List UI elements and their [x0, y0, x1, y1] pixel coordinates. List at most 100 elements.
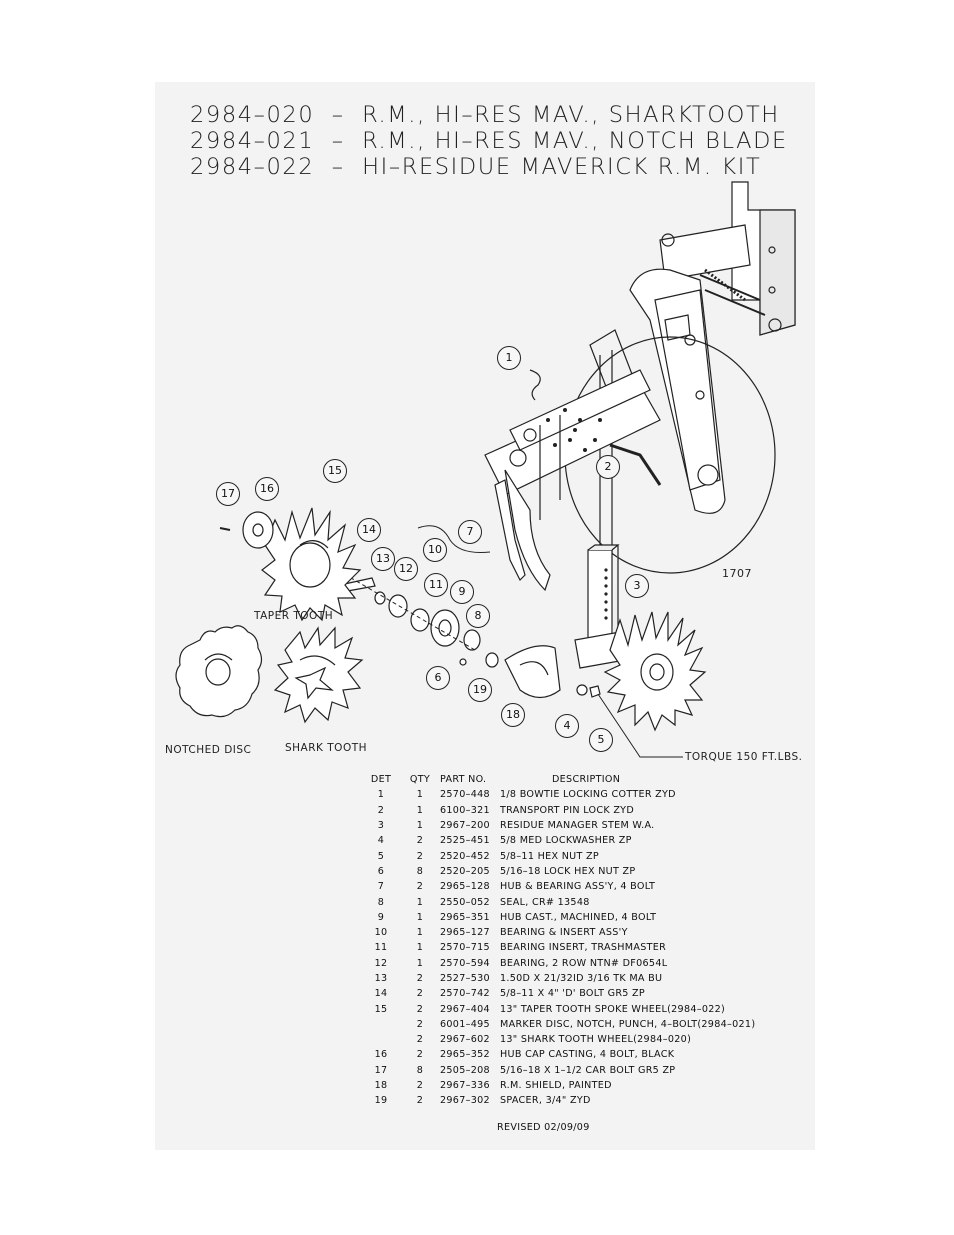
revised-date: REVISED 02/09/09 [497, 1122, 590, 1133]
cell-qty: 2 [416, 835, 424, 847]
cell-det: 19 [374, 1095, 388, 1107]
cell-qty: 1 [416, 927, 424, 939]
cell-part-no: 2967–336 [440, 1080, 490, 1092]
cell-part-no: 2570–448 [440, 789, 490, 801]
cell-part-no: 2965–352 [440, 1049, 490, 1061]
cell-qty: 2 [416, 1049, 424, 1061]
cell-part-no: 2967–200 [440, 820, 490, 832]
title-line-3: 2984–022 – HI–RESIDUE MAVERICK R.M. KIT [190, 154, 762, 180]
callout-16: 16 [255, 477, 279, 501]
cell-description: 5/16–18 LOCK HEX NUT ZP [500, 865, 636, 877]
callout-8: 8 [466, 604, 490, 628]
cell-description: RESIDUE MANAGER STEM W.A. [500, 820, 655, 832]
cell-part-no: 6001–495 [440, 1018, 490, 1030]
callout-6: 6 [426, 666, 450, 690]
notched-disc [175, 625, 263, 718]
callout-5: 5 [589, 728, 613, 752]
right-spoke-wheel [603, 611, 707, 732]
cell-det: 10 [374, 927, 388, 939]
callout-9: 9 [450, 580, 474, 604]
cell-qty: 2 [416, 1003, 424, 1015]
cell-description: MARKER DISC, NOTCH, PUNCH, 4–BOLT(2984–0… [500, 1018, 756, 1030]
cell-part-no: 2520–452 [440, 850, 490, 862]
cell-qty: 1 [416, 820, 424, 832]
callout-19: 19 [468, 678, 492, 702]
callout-17: 17 [216, 482, 240, 506]
lockwasher [576, 684, 588, 696]
cell-description: 13" TAPER TOOTH SPOKE WHEEL(2984–022) [500, 1003, 726, 1015]
hub-cap [242, 511, 274, 549]
cell-description: HUB & BEARING ASS'Y, 4 BOLT [500, 881, 656, 893]
cell-part-no: 2965–128 [440, 881, 490, 893]
label-notched-disc: NOTCHED DISC [165, 744, 252, 756]
frame-arm [589, 268, 726, 555]
spacer [485, 652, 499, 668]
cell-det: 2 [377, 804, 385, 816]
table-row: 2 2967–602 13" SHARK TOOTH WHEEL(2984–020) [360, 1032, 755, 1047]
cell-qty: 2 [416, 850, 424, 862]
callout-1: 1 [497, 346, 521, 370]
cell-det: 7 [377, 881, 385, 893]
cell-det: 3 [377, 820, 385, 832]
callout-11: 11 [424, 573, 448, 597]
callout-3: 3 [625, 574, 649, 598]
title-line-1: 2984–020 – R.M., HI–RES MAV., SHARKTOOTH [190, 102, 780, 128]
cell-description: 5/8–11 HEX NUT ZP [500, 850, 599, 862]
callout-10: 10 [423, 538, 447, 562]
cell-part-no: 2570–742 [440, 988, 490, 1000]
cell-part-no: 2520–205 [440, 865, 490, 877]
cell-det: 15 [374, 1003, 388, 1015]
cell-det: 1 [377, 789, 385, 801]
cell-det: 17 [374, 1064, 388, 1076]
cell-det: 9 [377, 911, 385, 923]
cell-part-no: 2525–451 [440, 835, 490, 847]
mounting-bracket [659, 181, 796, 336]
cell-det: 12 [374, 957, 388, 969]
callout-4: 4 [555, 714, 579, 738]
header-part-no: PART NO. [440, 774, 487, 786]
cell-qty: 8 [416, 1064, 424, 1076]
callout-12: 12 [394, 557, 418, 581]
cell-det: 5 [377, 850, 385, 862]
callout-14: 14 [357, 518, 381, 542]
label-torque: TORQUE 150 FT.LBS. [685, 751, 803, 763]
cell-qty: 2 [416, 1018, 424, 1030]
table-row: 15 2 2967–404 13" TAPER TOOTH SPOKE WHEEL(2… [360, 1001, 755, 1016]
cell-det: 18 [374, 1080, 388, 1092]
cell-description: 13" SHARK TOOTH WHEEL(2984–020) [500, 1034, 692, 1046]
cell-det: 8 [377, 896, 385, 908]
cell-qty: 2 [416, 1034, 424, 1046]
callout-2: 2 [596, 455, 620, 479]
cell-det [360, 1017, 402, 1032]
cell-part-no: 6100–321 [440, 804, 490, 816]
callout-7: 7 [458, 520, 482, 544]
cell-part-no: 2505–208 [440, 1064, 490, 1076]
cell-description: R.M. SHIELD, PAINTED [500, 1080, 612, 1092]
parts-table-header: DET QTY PART NO. DESCRIPTION [360, 772, 755, 787]
title-block: 2984–020 – R.M., HI–RES MAV., SHARKTOOTH… [190, 102, 788, 180]
callout-18: 18 [501, 703, 525, 727]
callout-13: 13 [371, 547, 395, 571]
header-det: DET [370, 774, 392, 786]
drawing-number: 1707 [722, 567, 752, 580]
title-line-2: 2984–021 – R.M., HI–RES MAV., NOTCH BLAD… [190, 128, 788, 154]
cell-description: HUB CAST., MACHINED, 4 BOLT [500, 911, 657, 923]
cell-qty: 1 [416, 942, 424, 954]
label-taper-tooth: TAPER TOOTH [254, 610, 334, 622]
cell-description: TRANSPORT PIN LOCK ZYD [500, 804, 635, 816]
cell-part-no: 2967–404 [440, 1003, 490, 1015]
cell-det: 4 [377, 835, 385, 847]
shark-tooth-wheel [273, 626, 364, 724]
cell-part-no: 2967–602 [440, 1034, 490, 1046]
